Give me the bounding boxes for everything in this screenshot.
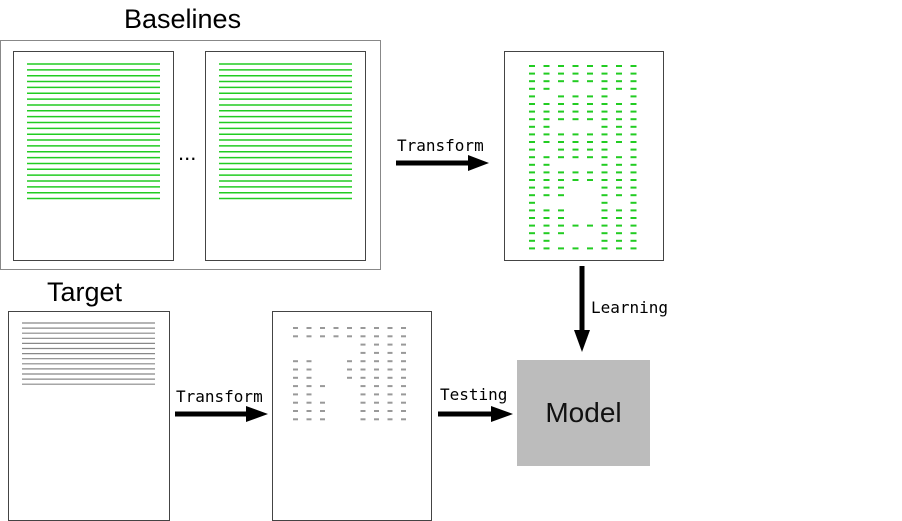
target-page-lines (22, 322, 155, 385)
baseline-page-1 (13, 51, 174, 261)
learning-label: Learning (591, 298, 669, 317)
transform-bottom-arrow (175, 406, 268, 422)
model-label: Model (545, 397, 622, 428)
transformed-baseline-dashes (529, 65, 637, 250)
learning-arrow (574, 266, 590, 352)
testing-label: Testing (440, 385, 508, 404)
baselines-title: Baselines (124, 4, 242, 34)
baseline-page-n-lines (219, 63, 352, 200)
baseline-page-1-lines (27, 63, 160, 200)
target-page (8, 311, 170, 521)
transform-top-label: Transform (397, 136, 484, 155)
transform-top-arrow (396, 155, 489, 171)
transformed-target-dashes (293, 327, 406, 421)
target-title: Target (47, 277, 123, 307)
testing-arrow (438, 406, 513, 422)
baseline-ellipsis: ... (178, 140, 197, 165)
transform-bottom-label: Transform (176, 387, 263, 406)
transformed-target-page (272, 311, 432, 521)
baseline-page-n (205, 51, 366, 261)
model-box: Model (517, 360, 650, 466)
transformed-baseline-page (504, 51, 664, 261)
